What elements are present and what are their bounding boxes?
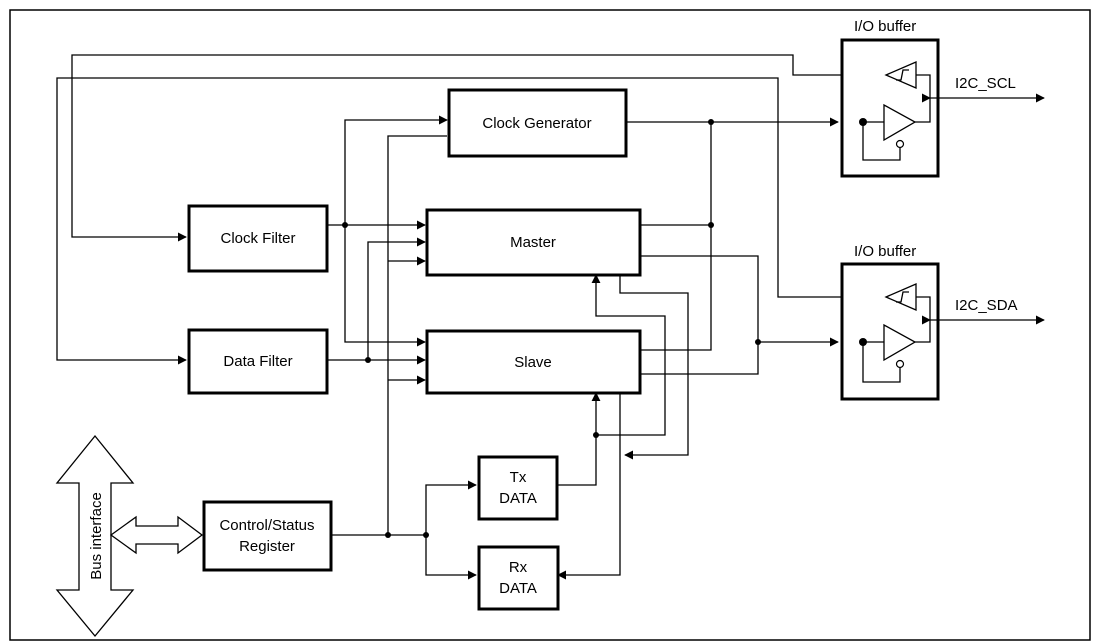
control-status-label-line2: Register xyxy=(239,538,295,555)
tx-label-line1: Tx xyxy=(510,469,527,486)
io-buffer-sda: I/O buffer xyxy=(840,243,940,401)
control-status-register-block: Control/Status Register xyxy=(202,500,333,572)
tx-data-block: Tx DATA xyxy=(477,455,559,521)
io-buffer-scl: I/O buffer xyxy=(840,18,940,178)
clock-filter-label: Clock Filter xyxy=(220,230,295,247)
wires xyxy=(56,54,886,580)
bus-interface-vertical-arrow-icon xyxy=(55,434,135,638)
data-filter-label: Data Filter xyxy=(223,353,292,370)
bus-interface-horizontal-arrow-icon xyxy=(109,515,204,555)
hysteresis-symbol-sda-icon xyxy=(896,291,909,303)
diagram-frame xyxy=(9,9,1091,641)
clock-generator-label: Clock Generator xyxy=(482,115,591,132)
rx-label-line2: DATA xyxy=(499,580,537,597)
rx-data-block: Rx DATA xyxy=(477,545,560,611)
i2c-sda-label: I2C_SDA xyxy=(955,297,1018,314)
slave-label: Slave xyxy=(514,354,552,371)
master-block: Master xyxy=(425,208,642,277)
tx-label-line2: DATA xyxy=(499,490,537,507)
bus-interface-label: Bus interface xyxy=(88,492,105,580)
clock-generator-block: Clock Generator xyxy=(447,88,628,158)
master-label: Master xyxy=(510,234,556,251)
io-buffer-scl-title: I/O buffer xyxy=(854,18,916,35)
control-status-label-line1: Control/Status xyxy=(219,517,314,534)
io-buffer-sda-title: I/O buffer xyxy=(854,243,916,260)
data-filter-block: Data Filter xyxy=(187,328,329,395)
clock-filter-block: Clock Filter xyxy=(187,204,329,273)
i2c-scl-label: I2C_SCL xyxy=(955,75,1016,92)
hysteresis-symbol-scl-icon xyxy=(896,69,909,81)
slave-block: Slave xyxy=(425,329,642,395)
rx-label-line1: Rx xyxy=(509,559,528,576)
